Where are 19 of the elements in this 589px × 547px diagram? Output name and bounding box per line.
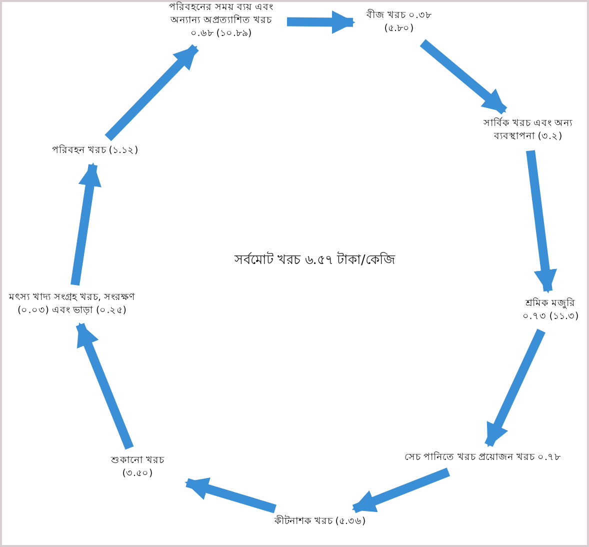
arrow [420, 39, 508, 114]
cost-text: পরিবহন খরচ (১.১২) [30, 145, 160, 158]
total-cost-label: সর্বমোট খরচ ৬.৫৭ টাকা/কেজি [233, 252, 396, 270]
cost-text: সেচ পানিতে খরচ প্রয়োজন খরচ ০.৭৮ [395, 452, 570, 465]
arrow [526, 150, 558, 294]
cost-text: শুকানো খরচ (৩.৫০) [95, 455, 180, 481]
arrow [484, 328, 546, 448]
arrow [104, 44, 199, 142]
arrow [70, 162, 102, 286]
arrow [352, 468, 450, 514]
arrow [76, 322, 134, 450]
cost-text: সার্বিক খরচ এবং অন্য ব্যবস্থাপনা (৩.২) [478, 118, 578, 144]
cost-text: কীটনাশক খরচ (৫.৩৬) [270, 516, 370, 529]
cost-text: শ্রমিক মজুরি ০.৭৩ (১১.৩) [512, 298, 589, 324]
cost-text: পরিবহনের সময় ব্যয় এবং অন্যান্য অপ্রত্যাশিত খরচ ০.৬৮ (১০.৮৯) [162, 2, 280, 40]
cost-text: মৎস্য খাদ্য সংগ্রহ খরচ, সংরক্ষণ (০.০৩) এবং ভাড়া (০.২৫) [2, 292, 142, 318]
cost-text: বীজ খরচ ০.৩৮ (৫.৮০) [360, 10, 438, 36]
arrow [184, 477, 276, 514]
arrow [286, 10, 356, 34]
